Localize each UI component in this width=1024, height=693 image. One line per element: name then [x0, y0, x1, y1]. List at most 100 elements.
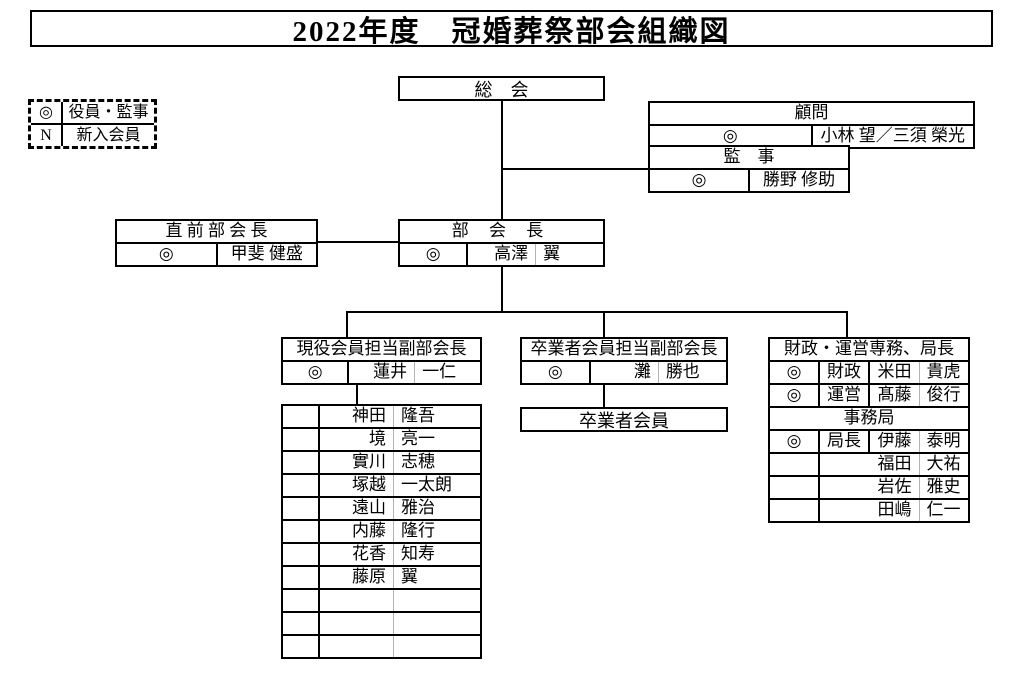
member-first-name: 一太朗: [393, 473, 482, 498]
graduate-lead-row: ◎ 灘 勝也: [520, 360, 728, 385]
member-row: [281, 588, 482, 613]
active-lead-mark-icon: ◎: [280, 360, 350, 385]
admin-officer-role: 財政: [818, 360, 870, 385]
auditor-mark-icon: ◎: [648, 168, 750, 193]
member-last-name: [318, 611, 394, 636]
admin-officer-first-name: 俊行: [918, 383, 970, 408]
admin-header: 財政・運営専務、局長: [768, 337, 970, 362]
member-row: 藤原 翼: [281, 565, 482, 590]
previous-chair-header: 直 前 部 会 長: [115, 219, 318, 244]
auditor-name: 勝野 修助: [748, 168, 850, 193]
member-mark-cell: [281, 519, 320, 544]
member-first-name: [393, 634, 482, 659]
chief-mark-icon: ◎: [768, 429, 820, 454]
member-mark-cell: [281, 588, 320, 613]
member-mark-cell: [281, 427, 320, 452]
member-first-name: [393, 611, 482, 636]
active-vice-chair-table: 現役会員担当副部会長 ◎ 蓮井 一仁: [280, 337, 483, 385]
previous-chair-header-row: 直 前 部 会 長: [115, 219, 318, 244]
staff-last-name: 岩佐: [818, 475, 920, 500]
connector-stub-center: [603, 311, 605, 337]
advisor-names: 小林 望／三須 榮光: [810, 124, 975, 149]
admin-table: 財政・運営専務、局長 ◎ 財政 米田 貴虎 ◎ 運営 髙藤 俊行 事務局 ◎ 局…: [768, 337, 970, 523]
connector-to-auditor: [501, 168, 648, 170]
member-last-name: 花香: [318, 542, 394, 567]
advisor-header-row: 顧問: [648, 101, 975, 126]
member-last-name: 實川: [318, 450, 394, 475]
admin-officer-row: ◎ 運営 髙藤 俊行: [768, 383, 970, 408]
connector-stub-right: [846, 311, 848, 337]
member-mark-cell: [281, 450, 320, 475]
chair-last-name: 高澤: [466, 242, 537, 267]
staff-mark-cell: [768, 475, 820, 500]
member-last-name: [318, 634, 394, 659]
auditor-name-row: ◎ 勝野 修助: [648, 168, 850, 193]
chair-header-row: 部 会 長: [398, 219, 605, 244]
member-first-name: 知寿: [393, 542, 482, 567]
advisor-name-row: ◎ 小林 望／三須 榮光: [648, 124, 975, 149]
admin-officer-mark-icon: ◎: [768, 360, 820, 385]
connector-meeting-to-chair: [501, 100, 503, 219]
staff-row: 福田 大祐: [768, 452, 970, 477]
member-last-name: [318, 588, 394, 613]
admin-officer-last-name: 米田: [868, 360, 920, 385]
chair-table: 部 会 長 ◎ 高澤 翼: [397, 219, 606, 267]
member-row: [281, 634, 482, 659]
member-last-name: 神田: [318, 404, 394, 429]
officer-mark-icon: ◎: [31, 102, 63, 125]
member-first-name: 志穂: [393, 450, 482, 475]
graduate-header: 卒業者会員担当副部会長: [520, 337, 728, 362]
member-row: [281, 611, 482, 636]
member-mark-cell: [281, 611, 320, 636]
member-first-name: 隆吾: [393, 404, 482, 429]
member-mark-cell: [281, 634, 320, 659]
secretariat-chief-row: ◎ 局長 伊藤 泰明: [768, 429, 970, 454]
newcomer-mark-icon: N: [31, 123, 63, 146]
member-mark-cell: [281, 565, 320, 590]
graduate-lead-last-name: 灘: [588, 360, 659, 385]
graduate-lead-mark-icon: ◎: [520, 360, 591, 385]
connector-graduate-down: [603, 383, 605, 407]
active-lead-last-name: 蓮井: [347, 360, 416, 385]
connector-stub-left: [346, 311, 348, 337]
active-header: 現役会員担当副部会長: [281, 337, 482, 362]
legend-table: ◎ 役員・監事 N 新入会員: [31, 102, 154, 146]
chair-header: 部 会 長: [398, 219, 605, 244]
member-mark-cell: [281, 473, 320, 498]
member-first-name: 雅治: [393, 496, 482, 521]
member-row: 花香 知寿: [281, 542, 482, 567]
graduate-header-row: 卒業者会員担当副部会長: [520, 337, 728, 362]
staff-last-name: 福田: [818, 452, 920, 477]
chief-last-name: 伊藤: [868, 429, 920, 454]
member-row: 内藤 隆行: [281, 519, 482, 544]
advisor-header: 顧問: [648, 101, 975, 126]
chair-first-name: 翼: [535, 242, 606, 267]
admin-officer-row: ◎ 財政 米田 貴虎: [768, 360, 970, 385]
member-row: 實川 志穂: [281, 450, 482, 475]
member-last-name: 境: [318, 427, 394, 452]
previous-chair-name-row: ◎ 甲斐 健盛: [115, 242, 318, 267]
connector-chair-down: [501, 265, 503, 313]
admin-officer-mark-icon: ◎: [768, 383, 820, 408]
member-last-name: 遠山: [318, 496, 394, 521]
graduate-lead-first-name: 勝也: [657, 360, 728, 385]
advisor-table: 顧問 ◎ 小林 望／三須 榮光: [648, 101, 975, 149]
legend-row-officer: ◎ 役員・監事: [31, 102, 154, 125]
member-mark-cell: [281, 542, 320, 567]
staff-mark-cell: [768, 498, 820, 523]
secretariat-header-row: 事務局: [768, 406, 970, 431]
auditor-table: 監 事 ◎ 勝野 修助: [648, 145, 850, 193]
member-last-name: 内藤: [318, 519, 394, 544]
member-row: 神田 隆吾: [281, 404, 482, 429]
staff-row: 田嶋 仁一: [768, 498, 970, 523]
legend-officer-label: 役員・監事: [62, 102, 154, 125]
legend-newcomer-label: 新入会員: [62, 123, 154, 146]
staff-first-name: 仁一: [918, 498, 970, 523]
active-header-row: 現役会員担当副部会長: [281, 337, 482, 362]
admin-officer-first-name: 貴虎: [918, 360, 970, 385]
member-row: 塚越 一太朗: [281, 473, 482, 498]
chief-first-name: 泰明: [918, 429, 970, 454]
staff-last-name: 田嶋: [818, 498, 920, 523]
staff-first-name: 雅史: [918, 475, 970, 500]
secretariat-header: 事務局: [768, 406, 970, 431]
